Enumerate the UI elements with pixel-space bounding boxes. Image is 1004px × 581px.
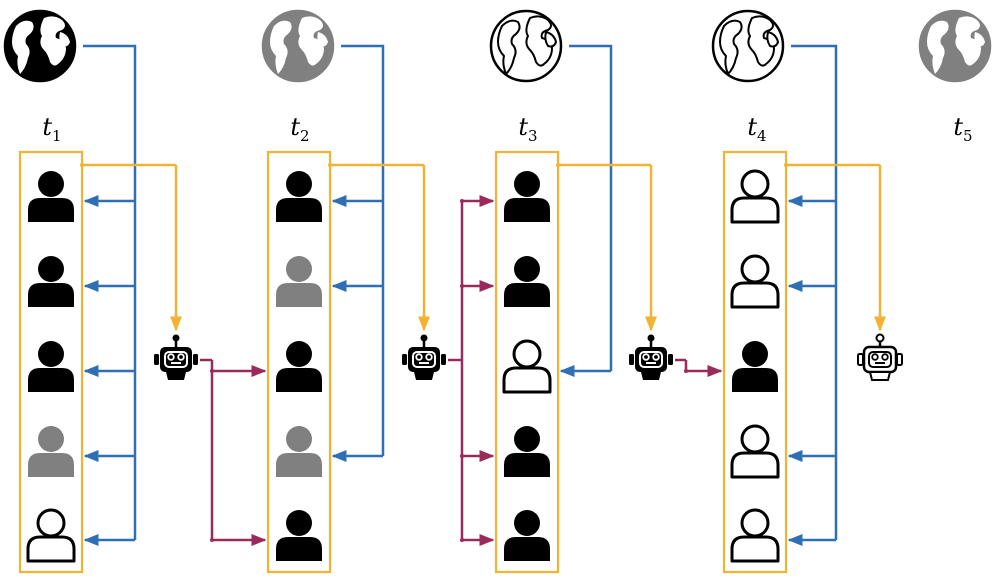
user-group-box [494,150,560,574]
user-icon [504,426,550,477]
time-step-label: t5 [953,113,972,145]
robot-icon [857,333,903,381]
user-icon [504,510,550,561]
world-feedback-line [791,44,838,540]
junction-dot [460,538,464,542]
user-icon [276,426,322,477]
arrows-layer [18,44,886,574]
junction-dot [784,163,788,167]
user-group-box [722,150,788,574]
user-group-box [266,150,332,574]
time-step-label: t2 [290,113,309,145]
globe-icon [918,9,992,83]
user-icon [28,426,74,477]
globe-icon [711,9,785,83]
junction-dot [556,163,560,167]
user-icon [276,341,322,392]
user-icon [730,508,780,563]
junction-dot [460,454,464,458]
junction-dot [460,199,464,203]
robot-icon [154,334,198,380]
junction-dot [210,369,214,373]
junction-dot [460,284,464,288]
robot-icon [629,334,673,380]
user-icon [730,169,780,224]
time-step-label: t3 [518,113,537,145]
user-icon [276,510,322,561]
user-icon [28,341,74,392]
user-icon [732,341,778,392]
world-feedback-line [569,44,613,371]
nodes-layer: t1 t2 t3 t4 t5 [3,9,992,563]
junction-dot [684,369,688,373]
globe-icon [489,9,563,83]
world-feedback-line [83,44,137,540]
user-icon [730,424,780,479]
user-icon [28,256,74,307]
user-icon [26,508,76,563]
user-icon [28,171,74,222]
robot-icon [402,334,446,380]
time-step-label: t1 [42,113,61,145]
world-feedback-line [341,44,385,456]
globe-icon [3,9,77,83]
globe-icon [261,9,335,83]
junction-dot [210,538,214,542]
user-group-box [18,150,84,574]
user-icon [730,254,780,309]
junction-dot [80,163,84,167]
user-icon [504,256,550,307]
user-icon [502,339,552,394]
user-icon [504,171,550,222]
time-step-label: t4 [747,113,766,145]
user-icon [276,256,322,307]
user-icon [276,171,322,222]
junction-dot [328,163,332,167]
